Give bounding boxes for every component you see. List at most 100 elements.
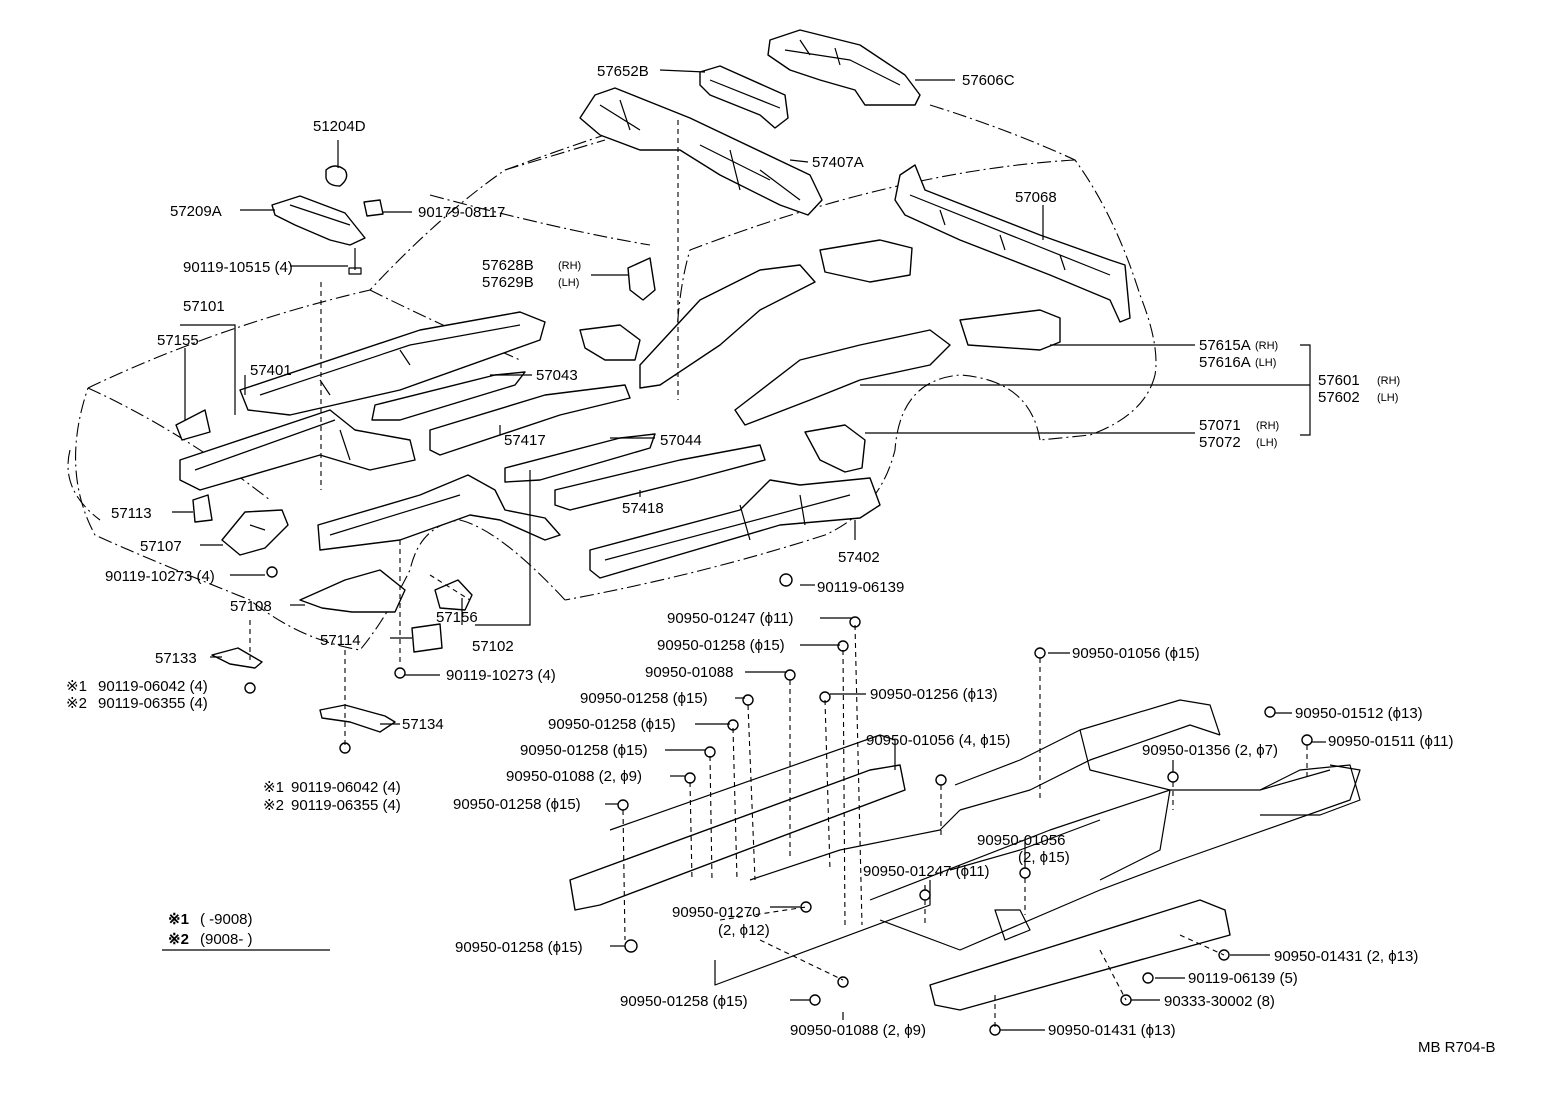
label-57044: 57044 bbox=[660, 432, 702, 449]
label-57107: 57107 bbox=[140, 538, 182, 555]
drawing-code: MB R704-B bbox=[1418, 1039, 1496, 1056]
label-90950-01256: 90950-01256 (ϕ13) bbox=[870, 686, 998, 703]
mark-1-a: ※1 bbox=[66, 678, 87, 695]
label-57209A: 57209A bbox=[170, 203, 222, 220]
label-57606C: 57606C bbox=[962, 72, 1015, 89]
label-57615A-side: (RH) bbox=[1255, 340, 1278, 352]
part-57101 bbox=[179, 409, 416, 491]
label-57628B: 57628B bbox=[482, 257, 534, 274]
label-57043: 57043 bbox=[536, 367, 578, 384]
label-90950-01258-e: 90950-01258 (ϕ15) bbox=[453, 796, 581, 813]
label-57417: 57417 bbox=[504, 432, 546, 449]
part-57601 bbox=[734, 329, 951, 426]
fasteners bbox=[244, 566, 1313, 1036]
part-57209A bbox=[271, 195, 366, 246]
label-57072: 57072 bbox=[1199, 434, 1241, 451]
part-labels: 57652B 57606C 51204D 57407A 57209A 90179… bbox=[66, 63, 1453, 1039]
label-90950-01258-g: 90950-01258 (ϕ15) bbox=[620, 993, 748, 1010]
label-57113: 57113 bbox=[111, 505, 152, 522]
body-parts bbox=[175, 29, 1131, 733]
part-57417 bbox=[429, 384, 631, 456]
label-57108: 57108 bbox=[230, 598, 272, 615]
label-57068: 57068 bbox=[1015, 189, 1057, 206]
label-90119-10273-a: 90119-10273 (4) bbox=[105, 568, 215, 585]
label-57628B-side: (RH) bbox=[558, 260, 581, 272]
label-90950-01088-a: 90950-01088 bbox=[645, 664, 733, 681]
part-57113 bbox=[192, 494, 213, 523]
mark-2-a: ※2 bbox=[66, 695, 87, 712]
label-90179-08117: 90179-08117 bbox=[418, 204, 505, 221]
mark-1-b: ※1 bbox=[263, 779, 284, 796]
label-90950-01270: 90950-01270 bbox=[672, 904, 760, 921]
part-57418 bbox=[554, 444, 766, 511]
part-57102 bbox=[317, 474, 561, 551]
label-90119-10515: 90119-10515 (4) bbox=[183, 259, 293, 276]
label-57071-side: (RH) bbox=[1256, 420, 1279, 432]
label-90950-01056-c: 90950-01056 bbox=[977, 832, 1065, 849]
label-90119-06139-b: 90119-06139 (5) bbox=[1188, 970, 1298, 987]
label-90950-01270-qty: (2, ϕ12) bbox=[718, 922, 770, 939]
label-90950-01512: 90950-01512 (ϕ13) bbox=[1295, 705, 1423, 722]
assembly-lines bbox=[249, 120, 1308, 1028]
label-57602: 57602 bbox=[1318, 389, 1360, 406]
mark-2-b: ※2 bbox=[263, 797, 284, 814]
part-57401 bbox=[239, 311, 546, 416]
label-57601: 57601 bbox=[1318, 372, 1360, 389]
label-57407A: 57407A bbox=[812, 154, 864, 171]
label-90950-01258-d: 90950-01258 (ϕ15) bbox=[520, 742, 648, 759]
label-57114: 57114 bbox=[320, 632, 361, 649]
part-57108 bbox=[299, 569, 406, 613]
label-90119-06139: 90119-06139 bbox=[817, 579, 904, 596]
part-57156 bbox=[434, 579, 473, 611]
label-90950-01056-a: 90950-01056 (ϕ15) bbox=[1072, 645, 1200, 662]
label-90950-01088-c: 90950-01088 (2, ϕ9) bbox=[790, 1022, 926, 1039]
label-90950-01431-a: 90950-01431 (2, ϕ13) bbox=[1274, 948, 1418, 965]
label-57134: 57134 bbox=[402, 716, 444, 733]
legend-mark-1: ※1 bbox=[168, 911, 189, 928]
label-90950-01356: 90950-01356 (2, ϕ7) bbox=[1142, 742, 1278, 759]
label-57155: 57155 bbox=[157, 332, 199, 349]
label-57616A: 57616A bbox=[1199, 354, 1251, 371]
label-57652B: 57652B bbox=[597, 63, 649, 80]
label-90950-01056-b: 90950-01056 (4, ϕ15) bbox=[866, 732, 1010, 749]
label-57071: 57071 bbox=[1199, 417, 1241, 434]
part-57133 bbox=[211, 647, 263, 669]
label-57401: 57401 bbox=[250, 362, 292, 379]
part-57134 bbox=[319, 704, 396, 733]
label-90950-01258-b: 90950-01258 (ϕ15) bbox=[580, 690, 708, 707]
label-57402: 57402 bbox=[838, 549, 880, 566]
label-57101: 57101 bbox=[183, 298, 225, 315]
label-90333-30002: 90333-30002 (8) bbox=[1164, 993, 1275, 1010]
legend-range-1: ( -9008) bbox=[200, 911, 253, 928]
part-57652B bbox=[699, 65, 789, 129]
label-90119-06355-a: 90119-06355 (4) bbox=[98, 695, 208, 712]
label-57102: 57102 bbox=[472, 638, 514, 655]
part-57068 bbox=[894, 164, 1131, 323]
label-51204D: 51204D bbox=[313, 118, 366, 135]
part-57615A bbox=[959, 309, 1061, 351]
part-57402 bbox=[589, 477, 881, 579]
label-90119-06042-a: 90119-06042 (4) bbox=[98, 678, 208, 695]
label-57629B: 57629B bbox=[482, 274, 534, 291]
label-90950-01247-b: 90950-01247 (ϕ11) bbox=[863, 863, 990, 880]
label-90950-01431-b: 90950-01431 (ϕ13) bbox=[1048, 1022, 1176, 1039]
leader-lines bbox=[162, 69, 1326, 1031]
label-57133: 57133 bbox=[155, 650, 197, 667]
part-57071 bbox=[804, 424, 866, 473]
part-57628B bbox=[627, 257, 656, 301]
label-57629B-side: (LH) bbox=[558, 277, 579, 289]
label-90950-01511: 90950-01511 (ϕ11) bbox=[1328, 733, 1453, 750]
part-57114 bbox=[411, 623, 443, 653]
label-90119-06042-b: 90119-06042 (4) bbox=[291, 779, 401, 796]
label-90950-01258-c: 90950-01258 (ϕ15) bbox=[548, 716, 676, 733]
label-57615A: 57615A bbox=[1199, 337, 1251, 354]
label-90119-06355-b: 90119-06355 (4) bbox=[291, 797, 401, 814]
label-57072-side: (LH) bbox=[1256, 437, 1277, 449]
part-51204D bbox=[325, 165, 348, 187]
legend-mark-2: ※2 bbox=[168, 931, 189, 948]
label-57418: 57418 bbox=[622, 500, 664, 517]
part-57107 bbox=[221, 509, 289, 556]
part-90179-08117 bbox=[363, 199, 384, 217]
chassis-frame bbox=[569, 699, 1361, 1011]
legend: ※1 ( -9008) ※2 (9008- ) bbox=[168, 911, 253, 948]
